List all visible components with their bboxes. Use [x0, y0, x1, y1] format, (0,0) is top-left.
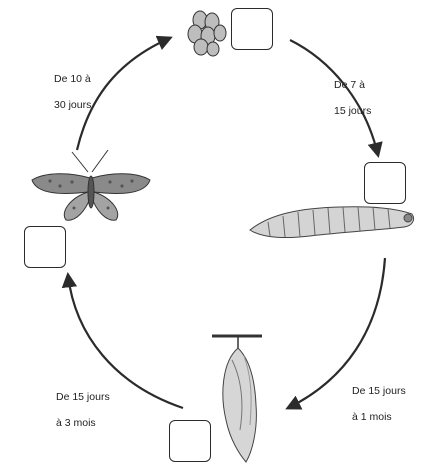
- duration-butterfly-to-eggs: De 10 à 30 jours: [54, 60, 91, 125]
- chrysalis-illustration: [212, 336, 262, 462]
- caterpillar-illustration: [250, 207, 414, 238]
- butterfly-illustration: [32, 150, 150, 220]
- answer-box-eggs[interactable]: [231, 8, 273, 50]
- duration-eggs-to-caterpillar: De 7 à 15 jours: [334, 66, 371, 131]
- duration-line: 15 jours: [334, 105, 371, 118]
- answer-box-chrysalis[interactable]: [169, 420, 211, 462]
- answer-box-butterfly[interactable]: [24, 226, 66, 268]
- duration-line: De 15 jours: [352, 385, 406, 398]
- eggs-illustration: [188, 11, 226, 56]
- duration-line: 30 jours: [54, 99, 91, 112]
- duration-chrysalis-to-butterfly: De 15 jours à 3 mois: [56, 378, 110, 443]
- duration-line: à 3 mois: [56, 417, 110, 430]
- duration-line: De 10 à: [54, 73, 91, 86]
- answer-box-caterpillar[interactable]: [364, 162, 406, 204]
- duration-line: De 7 à: [334, 79, 371, 92]
- duration-line: De 15 jours: [56, 391, 110, 404]
- duration-caterpillar-to-chrysalis: De 15 jours à 1 mois: [352, 372, 406, 437]
- duration-line: à 1 mois: [352, 411, 406, 424]
